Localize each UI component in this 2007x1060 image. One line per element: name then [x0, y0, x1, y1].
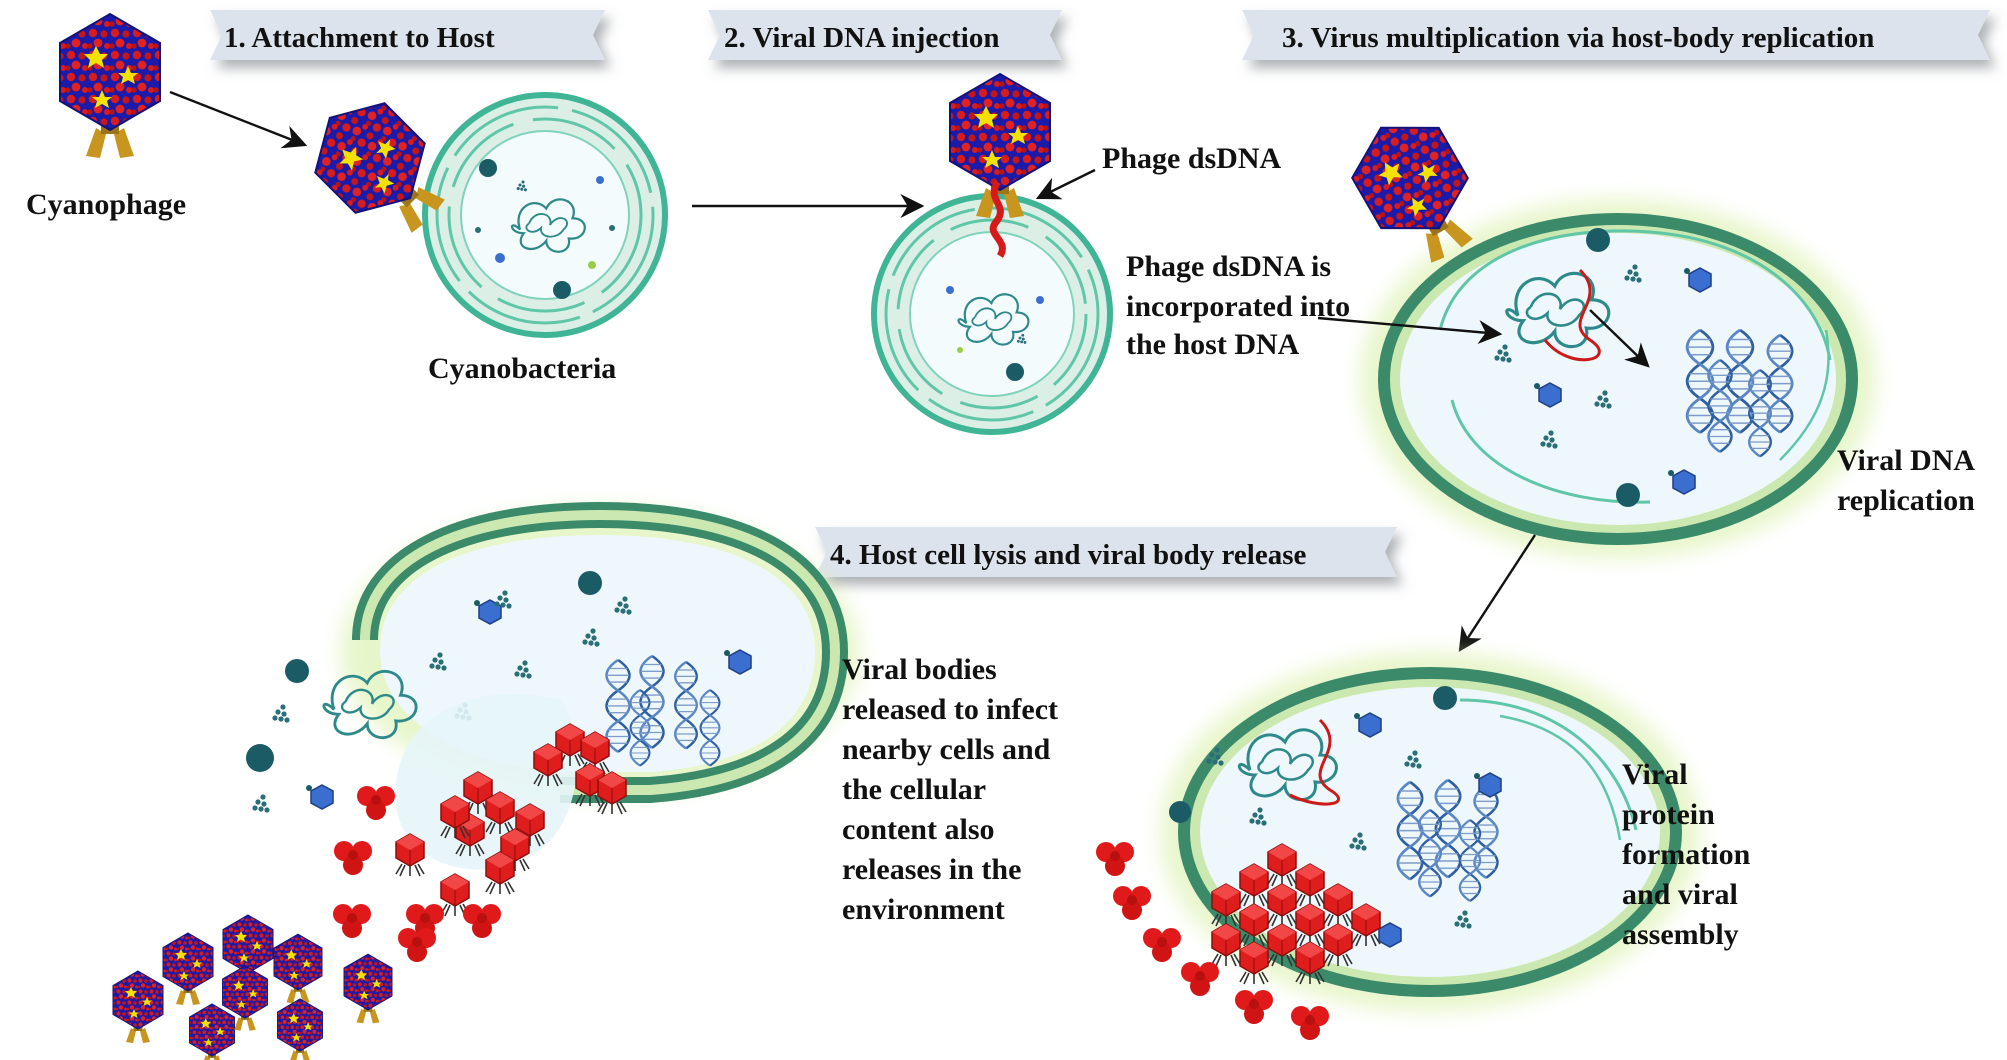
arrow-attach [169, 90, 308, 149]
arrow-incorporated [1317, 316, 1503, 345]
label-phage-dsdna: Phage dsDNA [1102, 142, 1282, 175]
label-viral-bodies-line7: environment [842, 893, 1005, 926]
cyanobacteria-cell-2 [871, 193, 1113, 435]
host-cell-replication [1360, 199, 1876, 559]
arrow-to-assembly [1458, 534, 1537, 653]
label-viral-bodies-line1: Viral bodies [842, 653, 997, 686]
banner-step4 [815, 527, 1397, 577]
banner-step1-text: 1. Attachment to Host [224, 22, 495, 54]
banner-step2-text: 2. Viral DNA injection [724, 22, 1000, 54]
label-viral-bodies-line3: nearby cells and [842, 733, 1051, 766]
label-viral-bodies-line5: content also [842, 813, 995, 846]
label-viral-bodies-line2: released to infect [842, 693, 1058, 726]
label-viral-protein-line1: Viral [1622, 758, 1688, 791]
banner-step3 [1242, 10, 1990, 60]
host-cell-assembly [1160, 652, 1700, 1012]
banner-step3-text: 3. Virus multiplication via host-body re… [1282, 22, 1874, 54]
label-cyanophage: Cyanophage [26, 188, 186, 221]
label-viral-bodies-line4: the cellular [842, 773, 986, 806]
label-cyanobacteria: Cyanobacteria [428, 352, 616, 385]
arrow-replication [1589, 309, 1650, 368]
phage-dsdna-injected [989, 179, 1006, 258]
label-viral-dna-replication-line1: Viral DNA [1837, 444, 1975, 477]
banner-step1 [210, 10, 605, 60]
banner-step4-text: 4. Host cell lysis and viral body releas… [830, 539, 1306, 571]
label-viral-dna-replication-line2: replication [1837, 484, 1975, 517]
label-viral-protein-line4: and viral [1622, 878, 1738, 911]
label-viral-protein-line2: protein [1622, 798, 1715, 831]
cyanobacteria-cell-1 [422, 92, 668, 338]
cyanophage-free [59, 13, 161, 159]
label-viral-protein-line5: assembly [1622, 918, 1739, 951]
label-incorporated-line2: incorporated into [1126, 290, 1350, 323]
arrow-phage-dsdna [1035, 168, 1096, 200]
label-incorporated-line1: Phage dsDNA is [1126, 250, 1331, 283]
label-viral-bodies-line6: releases in the [842, 853, 1021, 886]
banner-step2 [708, 10, 1062, 60]
label-incorporated-line3: the host DNA [1126, 328, 1300, 361]
released-contents [246, 659, 501, 962]
label-viral-protein-line3: formation [1622, 838, 1751, 871]
